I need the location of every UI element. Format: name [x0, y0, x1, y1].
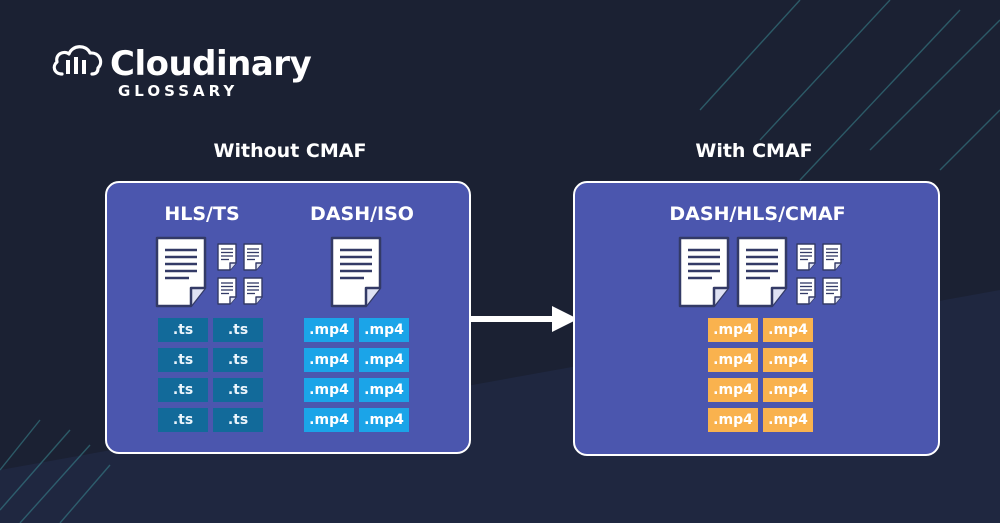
segment-chip: .mp4 — [359, 378, 409, 402]
segment-chip: .ts — [158, 348, 208, 372]
segment-chip: .mp4 — [304, 378, 354, 402]
segment-chip: .ts — [213, 378, 263, 402]
document-icon — [822, 277, 842, 305]
segment-chip: .mp4 — [708, 378, 758, 402]
document-icon — [822, 243, 842, 271]
segment-chip: .mp4 — [359, 318, 409, 342]
document-icon — [736, 236, 788, 308]
without-cmaf-panel: HLS/TS DASH/ISO .ts .ts .ts .ts .ts .ts … — [105, 181, 471, 454]
arrow-right-icon — [470, 306, 578, 332]
segment-chip: .mp4 — [359, 348, 409, 372]
segment-chip: .mp4 — [708, 348, 758, 372]
document-icon — [330, 236, 382, 308]
column-title-dash-hls-cmaf: DASH/HLS/CMAF — [669, 203, 846, 225]
segment-chip: .mp4 — [708, 318, 758, 342]
segment-chip: .ts — [158, 378, 208, 402]
document-icon — [678, 236, 730, 308]
segment-chip: .mp4 — [359, 408, 409, 432]
segment-chip: .mp4 — [763, 408, 813, 432]
segment-chip: .mp4 — [304, 318, 354, 342]
segment-chip: .mp4 — [304, 408, 354, 432]
right-heading: With CMAF — [695, 140, 813, 162]
brand-subtitle: GLOSSARY — [118, 82, 239, 100]
document-icon — [243, 243, 263, 271]
segment-chip: .mp4 — [763, 378, 813, 402]
brand-name: Cloudinary — [110, 44, 312, 84]
segment-chip: .ts — [213, 318, 263, 342]
document-icon — [796, 277, 816, 305]
cloud-icon — [52, 45, 103, 76]
segment-chip: .ts — [158, 408, 208, 432]
document-icon — [243, 277, 263, 305]
column-title-hls-ts: HLS/TS — [164, 203, 240, 225]
document-icon — [796, 243, 816, 271]
segment-chip: .mp4 — [304, 348, 354, 372]
with-cmaf-panel: DASH/HLS/CMAF .mp4 .mp4 .mp4 .mp4 .mp4 .… — [573, 181, 940, 456]
left-heading: Without CMAF — [213, 140, 367, 162]
column-title-dash-iso: DASH/ISO — [310, 203, 414, 225]
segment-chip: .ts — [213, 408, 263, 432]
segment-chip: .ts — [158, 318, 208, 342]
segment-chip: .mp4 — [763, 318, 813, 342]
segment-chip: .ts — [213, 348, 263, 372]
document-icon — [217, 277, 237, 305]
document-icon — [217, 243, 237, 271]
segment-chip: .mp4 — [763, 348, 813, 372]
segment-chip: .mp4 — [708, 408, 758, 432]
document-icon — [155, 236, 207, 308]
